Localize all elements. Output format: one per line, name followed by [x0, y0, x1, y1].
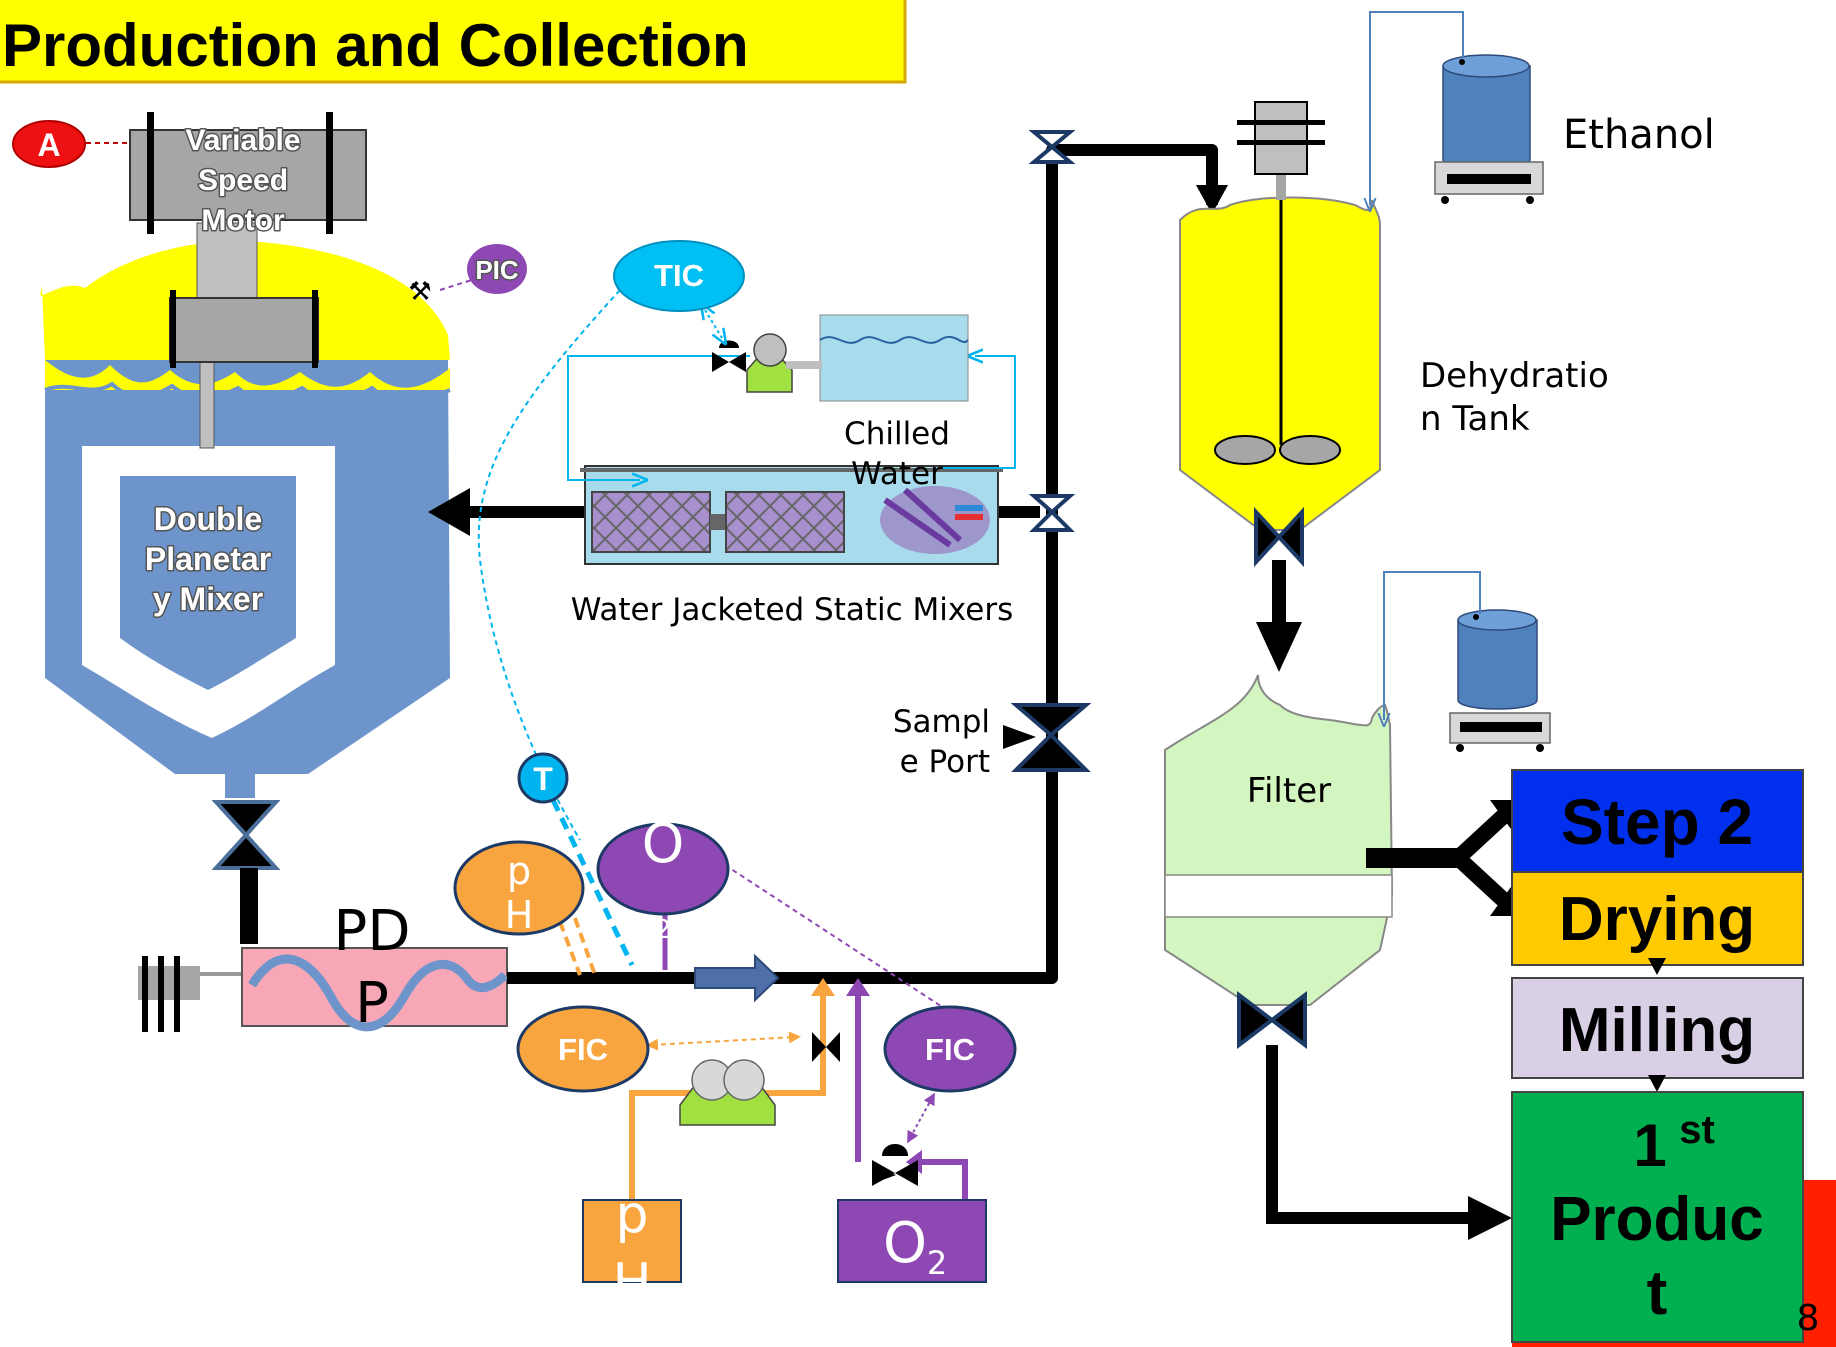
filter-vessel — [1164, 674, 1394, 1006]
first-product-box: 1 st Produc t — [1511, 1091, 1804, 1343]
ph-control-valve[interactable] — [812, 1032, 840, 1062]
o2-sensor-label: O — [642, 812, 685, 875]
page-number: 8 — [1797, 1298, 1820, 1339]
o2-tank-label: O — [883, 1211, 927, 1276]
oxygen-sensor: O 2 — [596, 812, 951, 1013]
ethanol-label: Ethanol — [1563, 112, 1715, 158]
drying-box: Drying — [1511, 871, 1804, 966]
ph-flow-controller-fic: FIC — [516, 1005, 801, 1093]
ph-sensor: p H — [453, 840, 597, 976]
oxygen-flow-controller-fic: FIC — [883, 1005, 1017, 1144]
ph-sensor-label-line2: H — [505, 893, 534, 937]
double-planetary-mixer-vessel: Double Planetar y Mixer — [40, 222, 451, 798]
motor-label-line3: Motor — [201, 204, 285, 237]
chilled-water-tank — [819, 314, 969, 402]
motor-label-line1: Variable — [185, 124, 300, 157]
pdp-pump: PD P — [138, 899, 509, 1036]
pressure-gauge-icon: ⚒ — [408, 276, 431, 306]
filter-label: Filter — [1247, 771, 1331, 811]
product-label-line2: t — [1647, 1259, 1668, 1328]
drying-label: Drying — [1559, 885, 1755, 954]
pic-label: PIC — [475, 255, 519, 285]
product-label-line1: Produc — [1550, 1185, 1764, 1254]
chilled-water-label-line1: Chilled — [844, 416, 950, 452]
ammeter-label: A — [37, 127, 60, 163]
dehydration-tank — [1179, 101, 1381, 531]
static-mixers-label: Water Jacketed Static Mixers — [571, 592, 1014, 628]
variable-speed-motor: Variable Speed Motor — [129, 112, 367, 239]
chilled-water-pump — [746, 333, 822, 393]
filter-wash-drum — [1449, 609, 1551, 752]
product-superscript: st — [1679, 1108, 1715, 1152]
pressure-controller-pic: ⚒ PIC — [408, 244, 527, 306]
pdp-label-line2: P — [355, 971, 389, 1036]
oxygen-tank: O 2 — [837, 1199, 987, 1283]
mixer-label-line2: Planetar — [145, 541, 271, 577]
riser-mid-valve — [1028, 494, 1076, 532]
mixer-label-line3: y Mixer — [153, 581, 263, 617]
sample-port-label-line1: Sampl — [893, 704, 990, 740]
page-title: Production and Collection — [2, 12, 749, 79]
ethanol-drum — [1434, 54, 1544, 204]
product-number: 1 — [1633, 1112, 1666, 1179]
mixer-outlet-valve — [211, 800, 281, 870]
dehydration-outlet-valve[interactable] — [1254, 506, 1304, 568]
motor-label-line2: Speed — [198, 164, 288, 197]
pdp-label-line1: PD — [334, 899, 411, 964]
water-jacketed-static-mixers — [580, 465, 1003, 565]
filter-outlet-valve[interactable] — [1237, 990, 1307, 1050]
temperature-sensor-t: T — [517, 752, 635, 967]
ph-tank-label-line2: H — [612, 1253, 651, 1313]
milling-box: Milling — [1511, 977, 1804, 1079]
dehydration-tank-label-line1: Dehydratio — [1420, 356, 1609, 396]
ph-dosing-pump — [679, 1059, 776, 1126]
flow-direction-arrow — [694, 953, 780, 1003]
oxygen-control-valve[interactable] — [872, 1144, 918, 1186]
ph-fic-label: FIC — [558, 1032, 608, 1067]
sample-port-label-line2: e Port — [900, 744, 990, 780]
sample-port-valve[interactable] — [1003, 703, 1092, 772]
mixer-label-line1: Double — [154, 501, 262, 537]
o2-fic-label: FIC — [925, 1032, 975, 1067]
ammeter-indicator: A — [12, 120, 130, 168]
chilled-water-label-line2: Water — [851, 456, 943, 492]
title-banner: Production and Collection — [0, 0, 907, 84]
step2-box: Step 2 — [1511, 769, 1804, 873]
dehydration-tank-label-line2: n Tank — [1420, 399, 1530, 439]
riser-top-valve — [1028, 130, 1076, 164]
milling-label: Milling — [1559, 996, 1755, 1065]
ph-tank-label-line1: p — [615, 1185, 648, 1245]
o2-sensor-subscript: 2 — [655, 915, 672, 945]
ph-reagent-tank: p H — [582, 1185, 682, 1313]
step2-label: Step 2 — [1561, 786, 1753, 858]
t-sensor-label: T — [533, 761, 553, 797]
ph-sensor-label-line1: p — [507, 849, 531, 893]
tic-label: TIC — [654, 258, 704, 293]
o2-tank-subscript: 2 — [927, 1244, 947, 1282]
